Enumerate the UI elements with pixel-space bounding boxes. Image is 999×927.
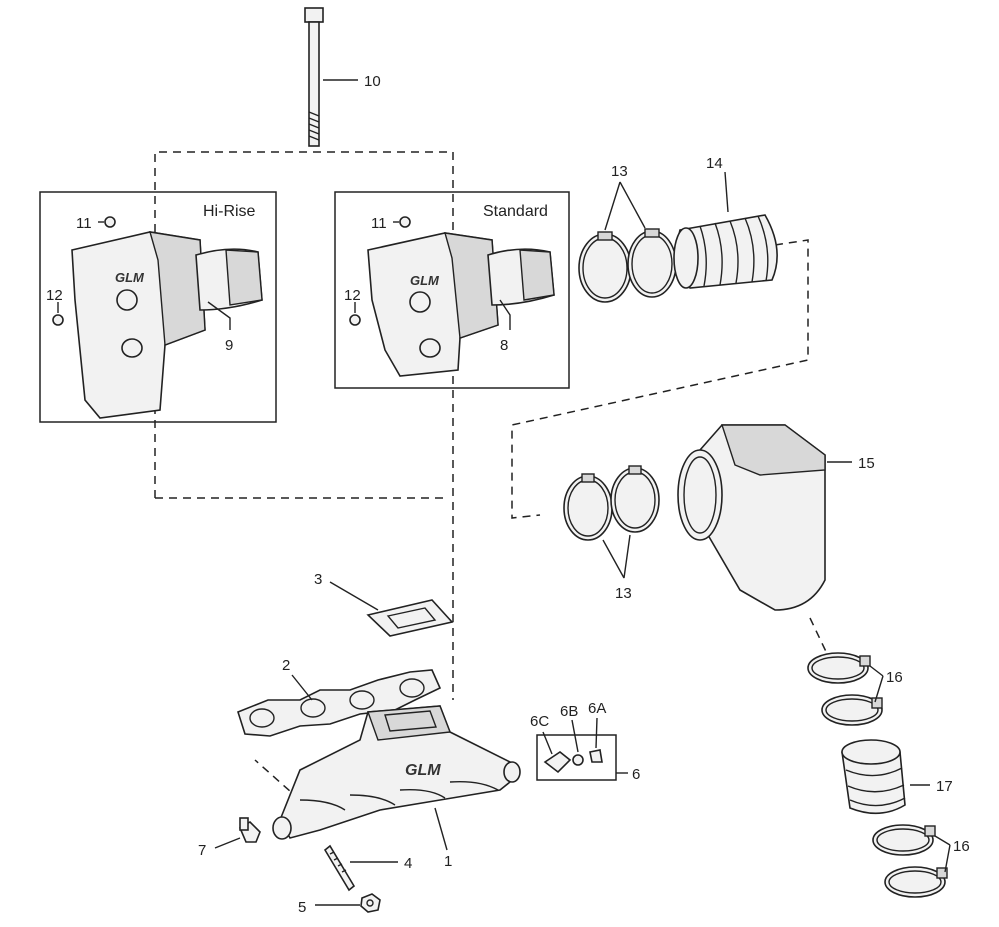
standard-logo: GLM: [410, 273, 440, 288]
callout-7: 7: [198, 842, 206, 859]
callout-11-hi-rise: 11: [76, 215, 92, 232]
part-1-exhaust-manifold: GLM 1: [272, 705, 521, 870]
callout-8: 8: [500, 337, 508, 354]
callout-10: 10: [364, 73, 381, 90]
callout-17: 17: [936, 778, 953, 795]
part-14-bellows: 14: [673, 155, 778, 289]
callout-6b: 6B: [560, 703, 578, 720]
part-3-riser-gasket: 3: [314, 571, 454, 637]
part-4-stud: 4: [323, 844, 412, 892]
callout-13-upper: 13: [611, 163, 628, 180]
hi-rise-riser-box: Hi-Rise GLM 9 11 12: [39, 191, 277, 423]
callout-2: 2: [282, 657, 290, 674]
callout-14: 14: [706, 155, 723, 172]
callout-5: 5: [298, 899, 306, 916]
standard-riser-box: Standard GLM 8 11 12: [334, 191, 570, 389]
part-16-upper-clamps: 16: [807, 652, 903, 726]
hi-rise-title: Hi-Rise: [203, 203, 256, 220]
part-2-manifold-gasket: 2: [237, 657, 442, 737]
callout-11-standard: 11: [371, 215, 387, 232]
part-13-lower-clamps: 13: [563, 465, 660, 602]
callout-1: 1: [444, 853, 452, 870]
callout-12-standard: 12: [344, 287, 361, 304]
callout-6: 6: [632, 766, 640, 783]
callout-6c: 6C: [530, 713, 549, 730]
callout-6a: 6A: [588, 700, 606, 717]
manifold-logo: GLM: [405, 762, 441, 779]
standard-title: Standard: [483, 203, 548, 220]
callout-4: 4: [404, 855, 412, 872]
callout-9: 9: [225, 337, 233, 354]
callout-15: 15: [858, 455, 875, 472]
callout-16-upper: 16: [886, 669, 903, 686]
part-13-upper-clamps: 13: [578, 163, 677, 303]
part-16-lower-clamps: 16: [872, 824, 970, 898]
callout-13-lower: 13: [615, 585, 632, 602]
hi-rise-logo: GLM: [115, 270, 145, 285]
callout-16-lower: 16: [953, 838, 970, 855]
part-7-elbow-fitting: 7: [198, 817, 261, 859]
part-5-nut: 5: [298, 893, 381, 916]
part-10-bolt: 10: [304, 7, 381, 147]
part-6-drain-assembly: 6C 6B 6A 6: [530, 700, 640, 783]
part-15-exhaust-elbow: 15: [677, 424, 875, 611]
callout-12-hi-rise: 12: [46, 287, 63, 304]
part-17-hose: 17: [841, 739, 953, 815]
callout-3: 3: [314, 571, 322, 588]
